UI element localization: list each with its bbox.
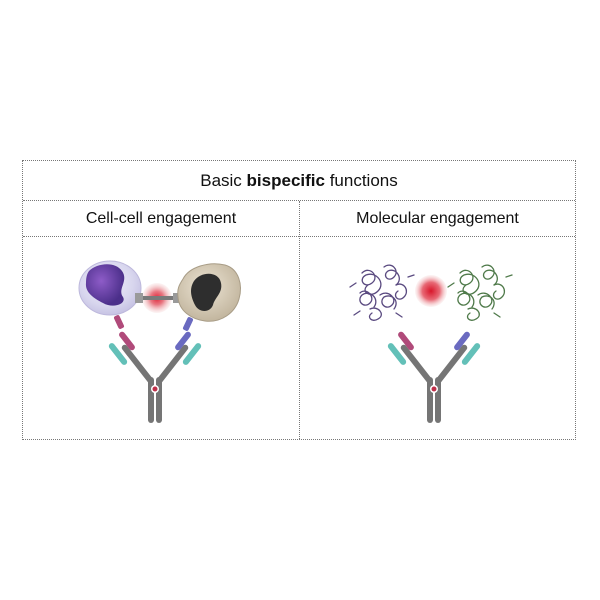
cell-cell-svg: [78, 260, 241, 423]
antibody-left-icon: [108, 331, 202, 423]
molecular-illustration: [300, 237, 575, 439]
column-header-molecular: Molecular engagement: [356, 210, 519, 227]
antibody-right-icon: [387, 331, 481, 423]
title-emphasis: bispecific: [246, 170, 325, 190]
table-title: Basic bispecific functions: [23, 161, 575, 201]
title-prefix: Basic: [200, 170, 242, 190]
target-antigen-left-icon: [135, 283, 181, 313]
title-suffix: functions: [329, 170, 398, 190]
cell-b-receptor: [182, 317, 194, 331]
protein-purple-icon: [349, 264, 415, 321]
cell-a-receptor: [113, 315, 125, 329]
t-cell-icon: [78, 260, 142, 316]
bispecific-functions-table: Basic bispecific functions Cell-cell eng…: [22, 160, 576, 440]
tumor-cell-icon: [177, 263, 241, 322]
molecular-svg: [349, 264, 513, 423]
protein-green-icon: [447, 264, 513, 321]
target-antigen-right-icon: [415, 275, 447, 307]
column-divider: [299, 201, 300, 439]
cell-cell-illustration: [23, 237, 299, 439]
column-header-cell-cell: Cell-cell engagement: [85, 210, 237, 227]
